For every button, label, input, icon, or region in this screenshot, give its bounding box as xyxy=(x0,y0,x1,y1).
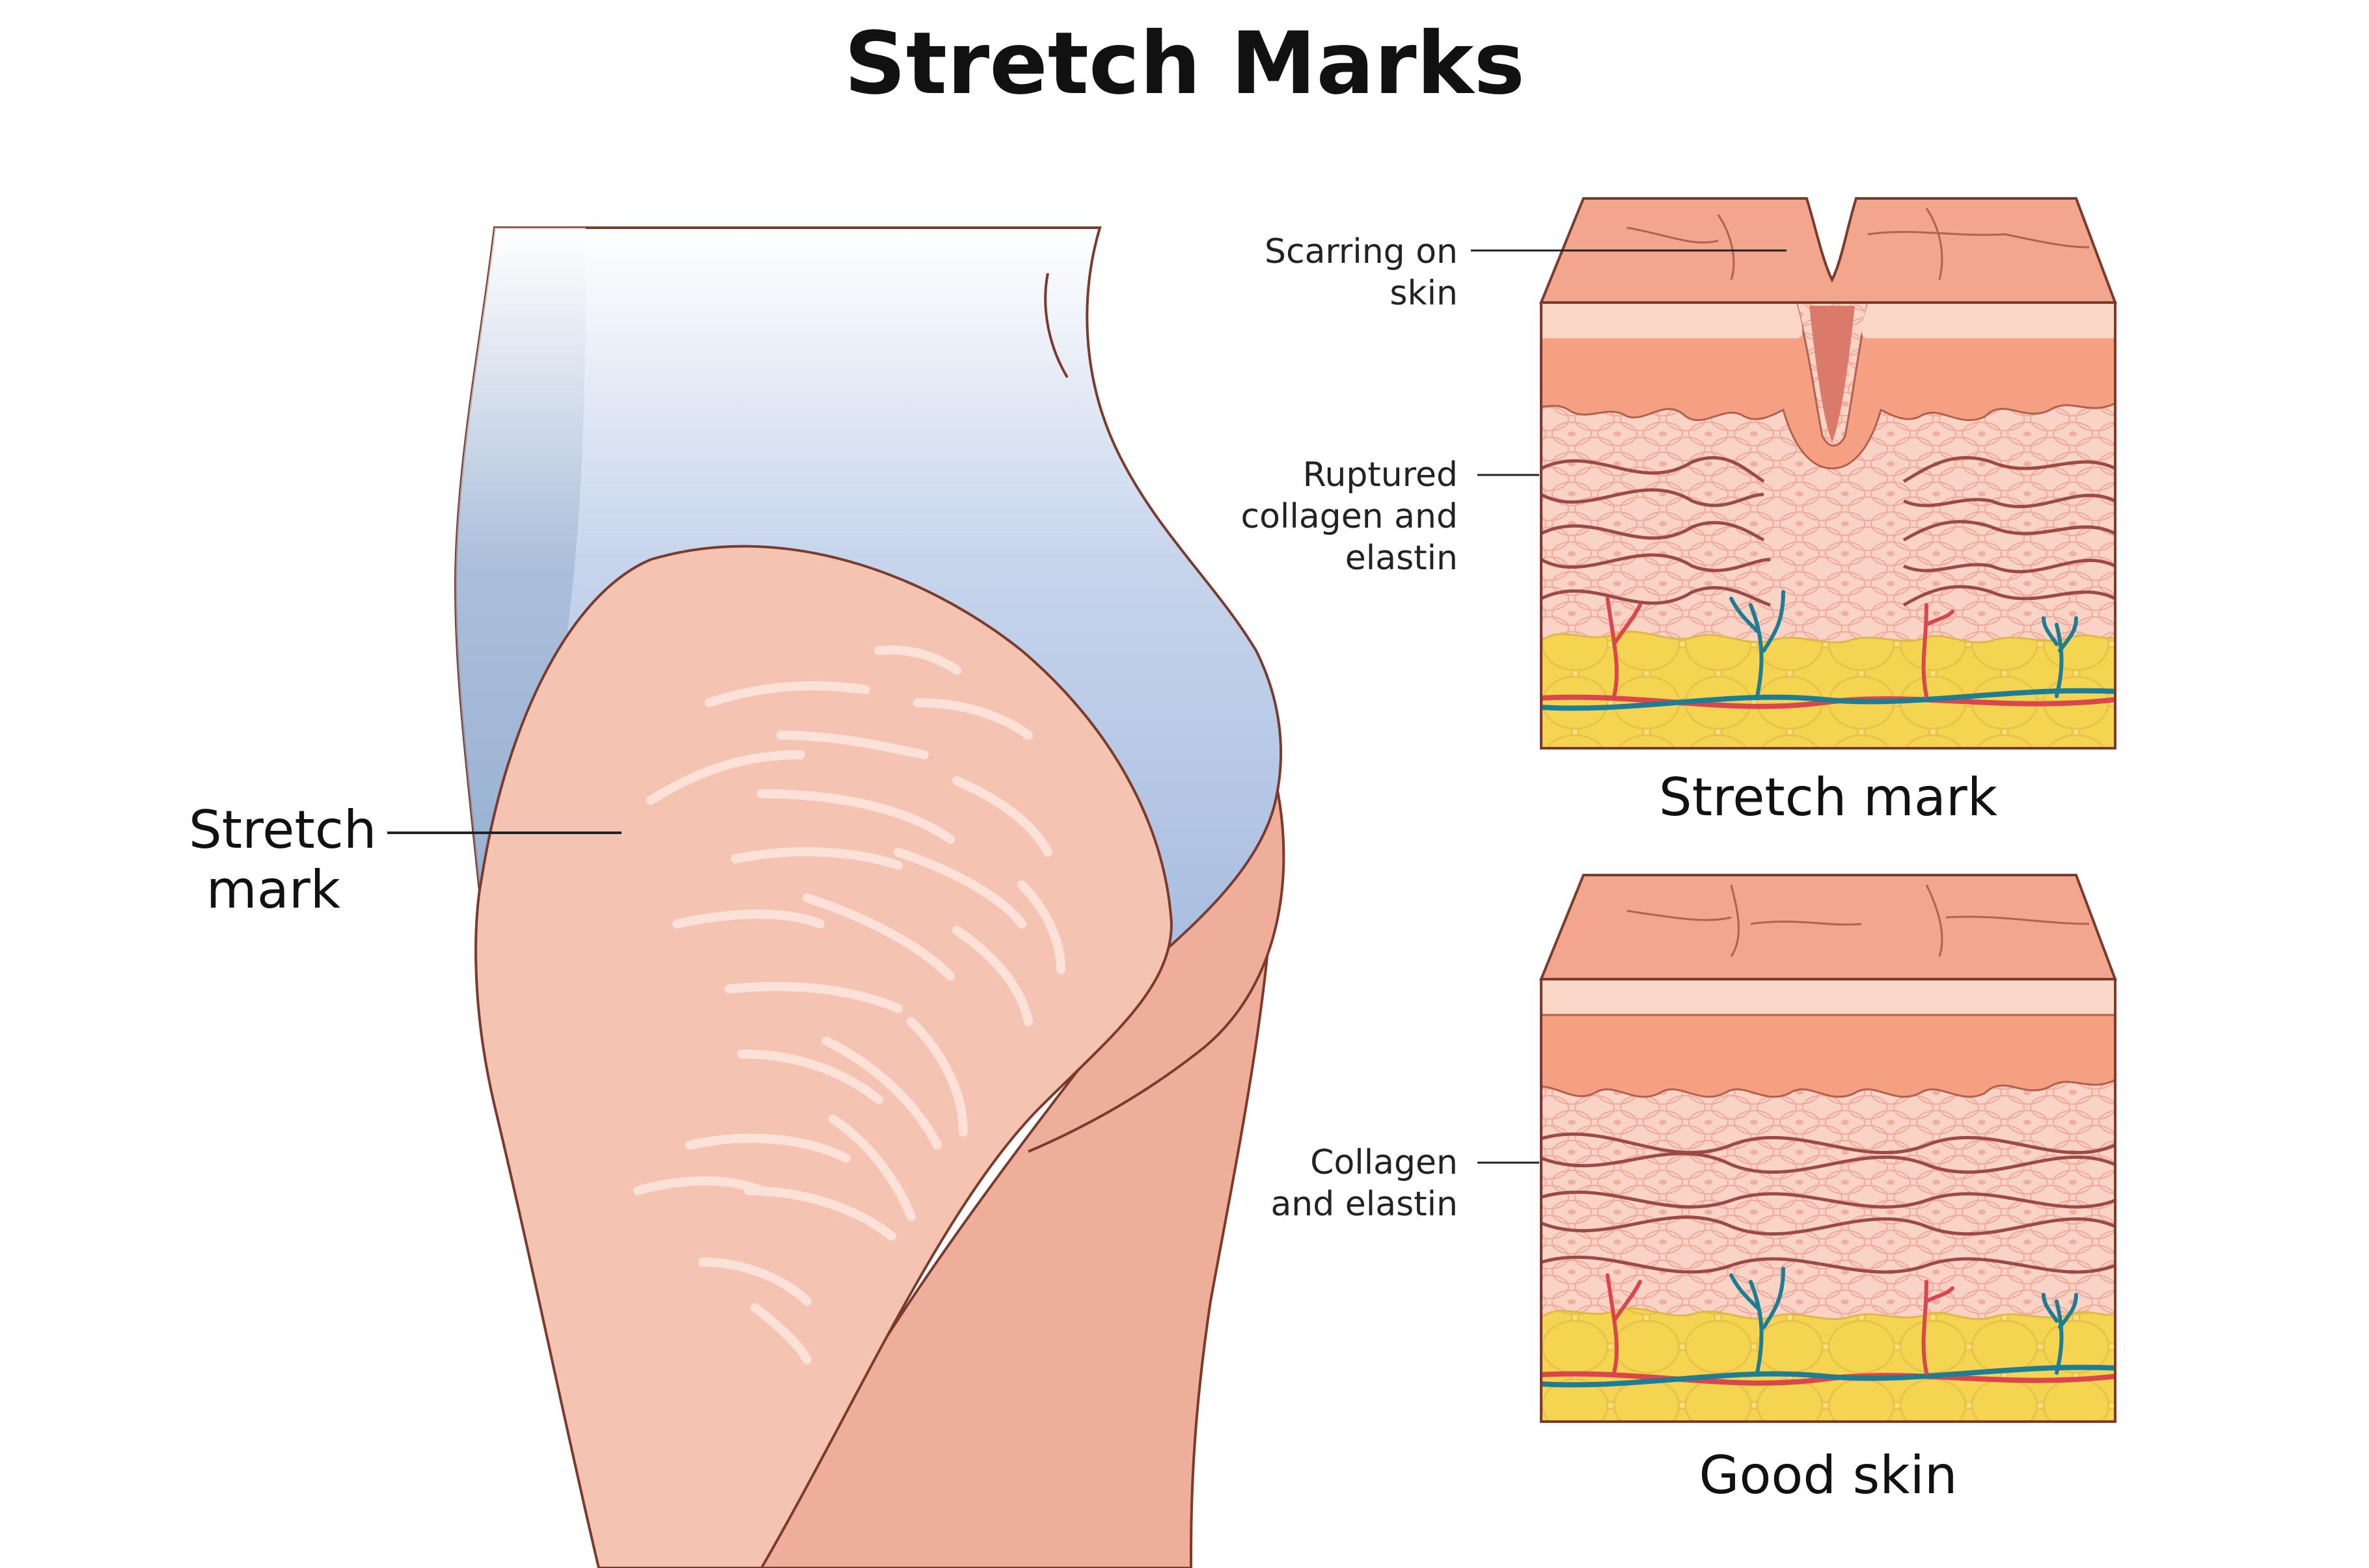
page-title: Stretch Marks xyxy=(844,14,1525,114)
stretch-mark-skin-block xyxy=(1471,197,2117,750)
good-skin-block xyxy=(1477,874,2117,1423)
thigh-stretch-marks xyxy=(633,645,1065,1364)
intact-collagen xyxy=(1541,1132,2115,1274)
body-illustration xyxy=(387,226,1285,1568)
fat-layer-top xyxy=(1541,630,2115,748)
top-face xyxy=(1539,197,2117,304)
scarring-label: Scarring on skin xyxy=(1264,232,1458,313)
collagen-label: Collagen and elastin xyxy=(1270,1143,1458,1224)
fat-layer-good xyxy=(1541,1307,2115,1422)
caption-stretch-mark: Stretch mark xyxy=(1658,767,1998,828)
vessels-top xyxy=(1541,590,2115,711)
caption-good-skin: Good skin xyxy=(1699,1445,1958,1506)
ruptured-label: Ruptured collagen and elastin xyxy=(1240,455,1458,578)
ruptured-collagen-right xyxy=(1902,455,2115,607)
vessels-good xyxy=(1541,1267,2115,1388)
ruptured-collagen-left xyxy=(1541,455,1771,607)
underwear-crease xyxy=(1044,273,1069,379)
epidermis-good xyxy=(1541,1014,2115,1098)
epidermis-top xyxy=(1541,303,2115,470)
stretch-mark-body-label: Stretch mark xyxy=(189,800,377,920)
scar-groove xyxy=(1809,306,1855,442)
top-face-good xyxy=(1539,874,2117,980)
